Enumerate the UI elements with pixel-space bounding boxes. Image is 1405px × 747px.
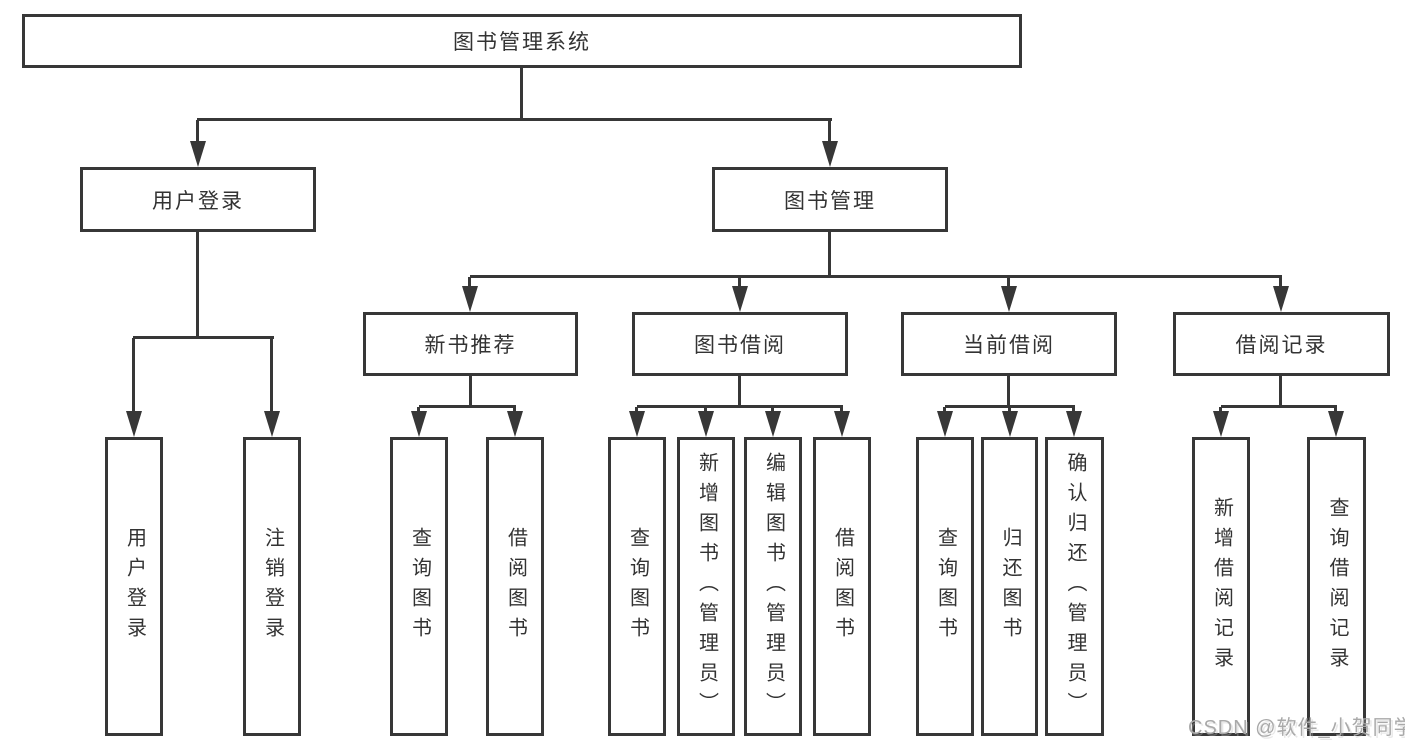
leaf-user-login: 用户登录 (105, 437, 163, 736)
connector-login-branch (133, 336, 274, 339)
leaf-add-book-admin: 新增图书（管理员） (677, 437, 735, 736)
connector-section1-branch (637, 405, 843, 408)
arrow-section2-leaf2 (1066, 407, 1082, 437)
arrow-section2-leaf1 (1002, 407, 1018, 437)
arrow-section2-leaf0 (937, 407, 953, 437)
leaf-edit-book-admin: 编辑图书（管理员） (744, 437, 802, 736)
arrow-to-current-borrowing (1001, 277, 1017, 312)
leaf-label: 编辑图书（管理员） (762, 451, 785, 722)
connector-mgmt-branch (470, 275, 1282, 278)
arrow-section0-leaf0 (411, 407, 427, 437)
leaf-confirm-return-admin: 确认归还（管理员） (1045, 437, 1104, 736)
connector-section1-trunk (738, 376, 741, 405)
leaf-label: 借阅图书 (831, 526, 854, 647)
leaf-borrow-books-recommend: 借阅图书 (486, 437, 544, 736)
csdn-watermark: CSDN @软件_小贺同学 (1188, 717, 1405, 739)
leaf-query-books-recommend: 查询图书 (390, 437, 448, 736)
arrow-to-user-login (190, 120, 206, 167)
node-label: 用户登录 (152, 189, 244, 213)
leaf-label: 用户登录 (123, 526, 146, 647)
leaf-label: 查询图书 (934, 526, 957, 647)
connector-mgmt-trunk (828, 232, 831, 275)
arrow-to-leaf-logout (264, 338, 280, 437)
node-library-management-system: 图书管理系统 (22, 14, 1022, 68)
connector-section3-trunk (1279, 376, 1282, 405)
leaf-label: 新增借阅记录 (1210, 496, 1233, 677)
arrow-section3-leaf0 (1213, 407, 1229, 437)
connector-section3-branch (1221, 405, 1337, 408)
node-current-borrowing: 当前借阅 (901, 312, 1117, 376)
leaf-label: 查询图书 (626, 526, 649, 647)
leaf-label: 确认归还（管理员） (1064, 451, 1086, 722)
node-label: 借阅记录 (1235, 334, 1328, 357)
node-borrowing-records: 借阅记录 (1173, 312, 1390, 376)
leaf-query-borrow-record: 查询借阅记录 (1307, 437, 1366, 736)
leaf-label: 查询借阅记录 (1326, 496, 1348, 677)
connector-section2-trunk (1007, 376, 1010, 405)
leaf-label: 借阅图书 (504, 526, 527, 647)
node-label: 图书管理系统 (453, 31, 591, 54)
connector-level2-branch (197, 118, 832, 121)
leaf-label: 新增图书（管理员） (695, 451, 718, 722)
arrow-section1-leaf2 (765, 407, 781, 437)
arrow-section3-leaf1 (1328, 407, 1344, 437)
arrow-section1-leaf0 (629, 407, 645, 437)
leaf-return-book: 归还图书 (981, 437, 1038, 736)
arrow-to-borrowing-records (1273, 277, 1289, 312)
arrow-to-new-book-recommendation (462, 277, 478, 312)
arrow-to-book-borrowing (732, 277, 748, 312)
leaf-query-books-current: 查询图书 (916, 437, 974, 736)
arrow-section0-leaf1 (507, 407, 523, 437)
node-label: 图书管理 (784, 189, 876, 213)
arrow-section1-leaf3 (834, 407, 850, 437)
arrow-section1-leaf1 (698, 407, 714, 437)
connector-login-trunk (196, 232, 199, 336)
node-user-login: 用户登录 (80, 167, 316, 232)
leaf-label: 查询图书 (408, 526, 431, 647)
leaf-label: 归还图书 (999, 526, 1021, 647)
leaf-borrow-books: 借阅图书 (813, 437, 871, 736)
arrow-to-book-management (822, 120, 838, 167)
connector-section0-branch (419, 405, 516, 408)
leaf-label: 注销登录 (261, 526, 284, 647)
node-label: 新书推荐 (424, 334, 517, 357)
node-new-book-recommendation: 新书推荐 (363, 312, 578, 376)
leaf-query-books-borrowing: 查询图书 (608, 437, 666, 736)
leaf-add-borrow-record: 新增借阅记录 (1192, 437, 1250, 736)
connector-section0-trunk (469, 376, 472, 405)
node-label: 当前借阅 (963, 334, 1055, 357)
leaf-logout: 注销登录 (243, 437, 301, 736)
connector-section2-branch (945, 405, 1075, 408)
arrow-to-leaf-user-login (126, 338, 142, 437)
node-book-management: 图书管理 (712, 167, 948, 232)
node-label: 图书借阅 (694, 334, 786, 357)
connector-root-trunk (520, 68, 523, 118)
node-book-borrowing: 图书借阅 (632, 312, 848, 376)
